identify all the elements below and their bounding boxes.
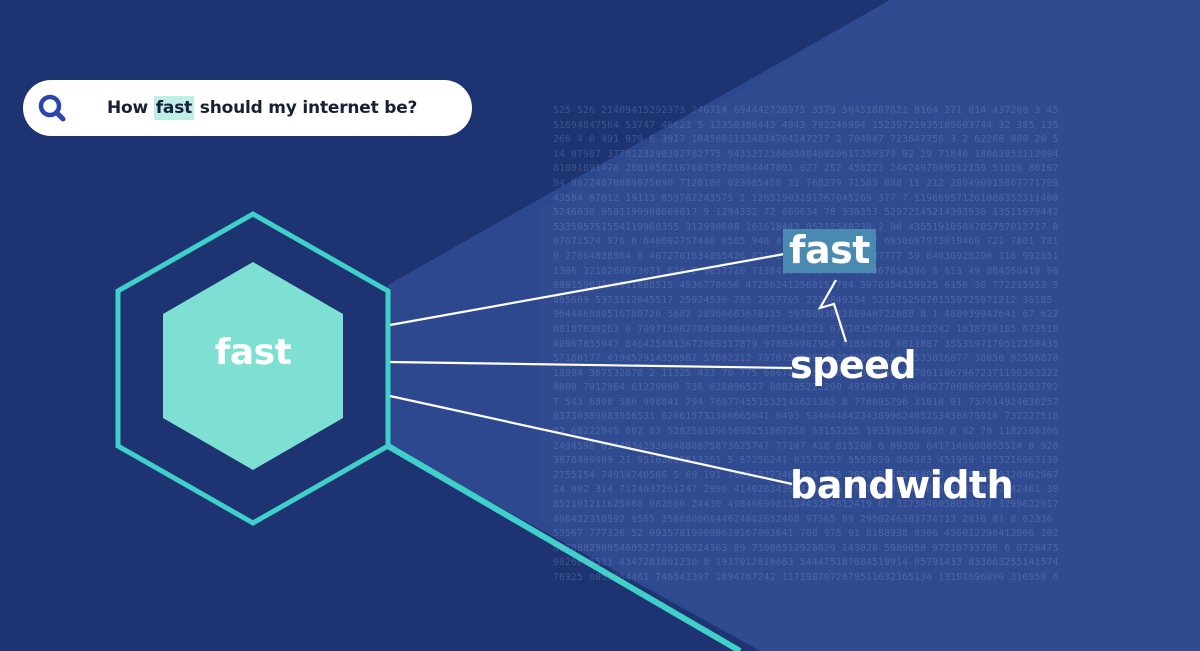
light-beam-highlight: [540, 0, 1200, 651]
search-query-highlight: fast: [153, 96, 195, 120]
search-icon: [38, 94, 66, 122]
search-query[interactable]: How fast should my internet be?: [107, 96, 418, 120]
connector-line-bandwidth: [389, 394, 793, 486]
search-bar[interactable]: How fast should my internet be?: [23, 80, 472, 136]
search-query-suffix: should my internet be?: [194, 98, 418, 118]
connector-line-fast: [389, 251, 791, 327]
teal-beam-edge: [386, 443, 742, 651]
inner-hexagon: [163, 262, 343, 470]
term-fast: fast: [783, 229, 876, 273]
term-bandwidth: bandwidth: [790, 463, 1014, 507]
hexagon-label: fast: [214, 332, 292, 373]
term-speed: speed: [790, 343, 917, 387]
outer-hexagon: [115, 211, 391, 526]
search-query-prefix: How: [107, 98, 154, 118]
lightning-bolt-icon: [817, 279, 848, 343]
connector-line-speed: [389, 360, 793, 370]
